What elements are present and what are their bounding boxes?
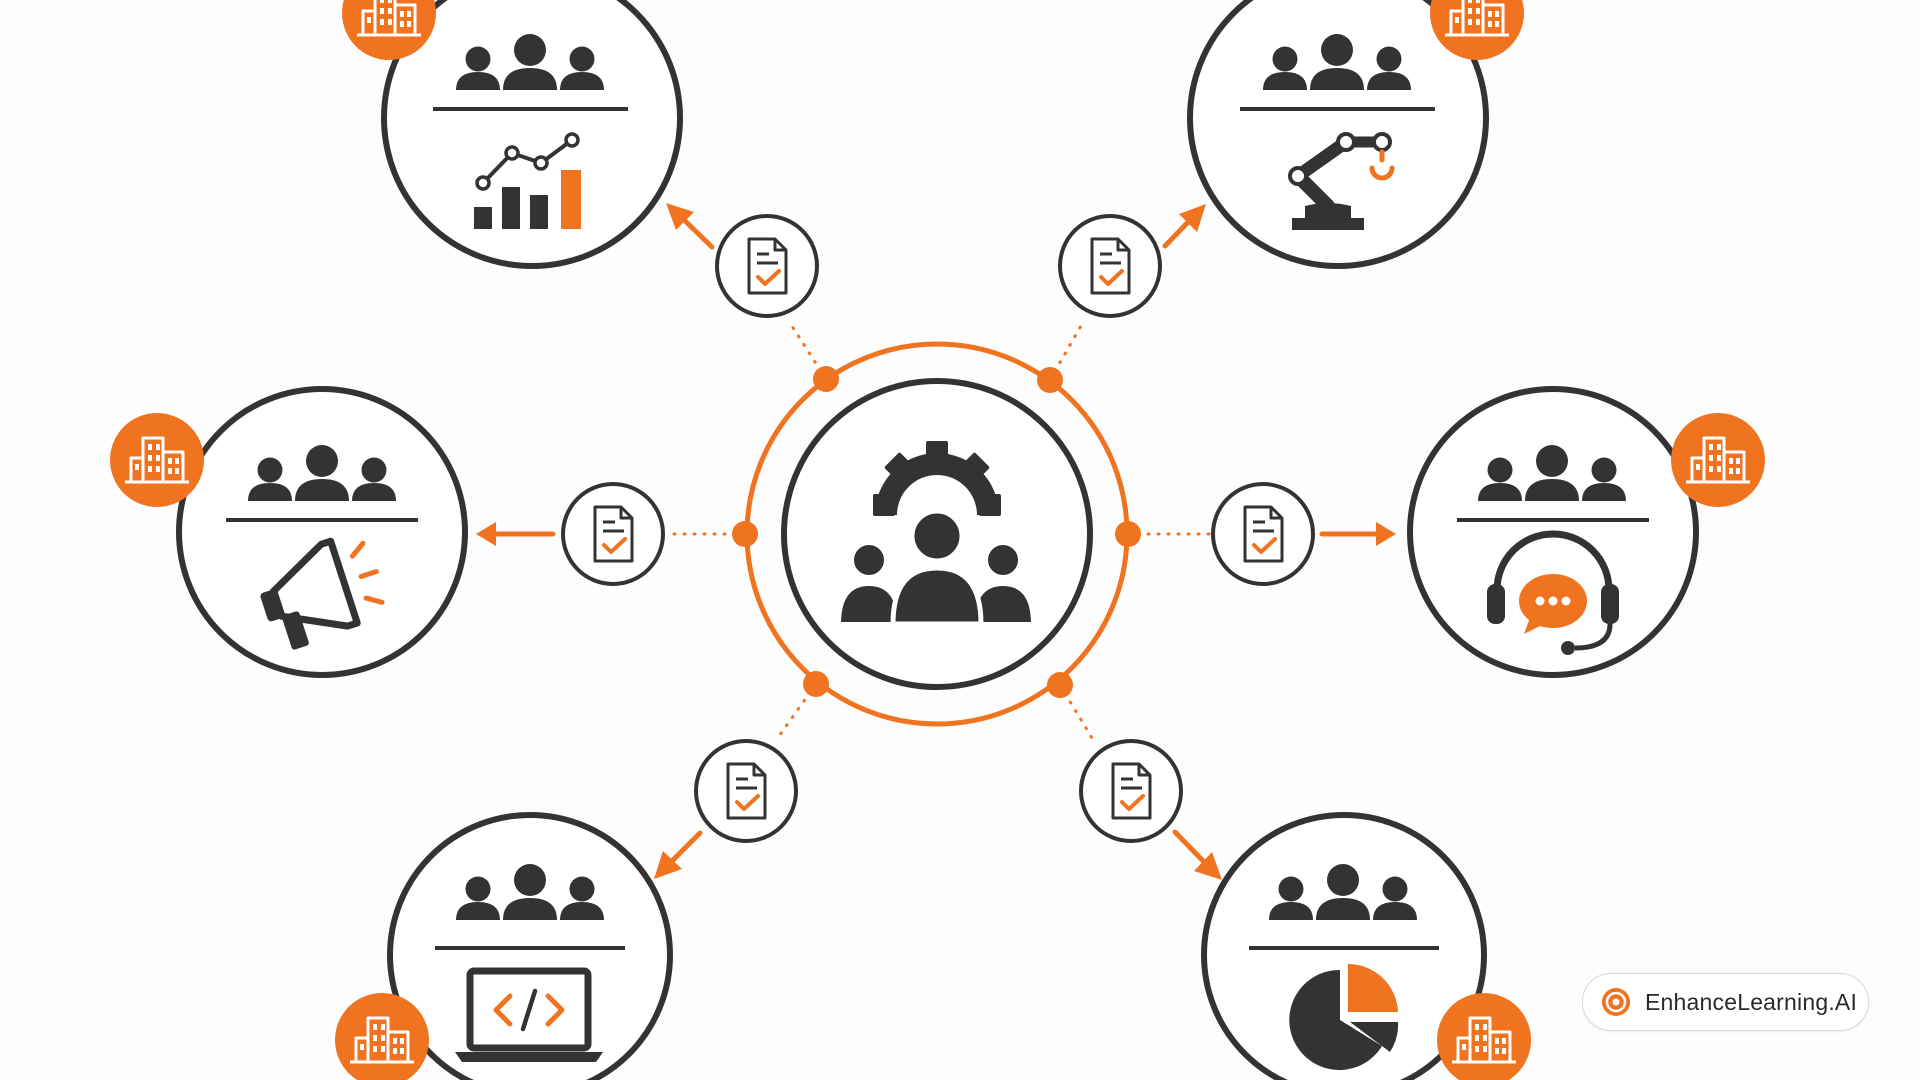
brand-name: EnhanceLearning.AI [1645, 988, 1858, 1015]
gear-icon [873, 441, 1001, 516]
headset-chat-icon [1487, 530, 1619, 655]
document-check-icon [593, 505, 634, 563]
team-node-customer-support [1407, 386, 1767, 678]
arrow-to-marketing [476, 522, 496, 546]
document-check-icon [747, 237, 788, 295]
document-check-icon [1111, 762, 1152, 820]
brand-badge[interactable]: EnhanceLearning.AI [1582, 973, 1869, 1031]
team-node-marketing [108, 386, 468, 678]
document-node-customer-support [1211, 482, 1315, 586]
orbit-node-top-right [1037, 367, 1063, 393]
office-building-icon [1669, 411, 1767, 509]
laptop-code-icon [455, 967, 603, 1062]
document-node-reporting [1079, 739, 1183, 843]
people-group-icon [836, 508, 1036, 627]
team-node-manufacturing [1187, 0, 1526, 269]
orbit-node-top-left [813, 366, 839, 392]
document-node-marketing [561, 482, 665, 586]
team-node-analytics [340, 0, 683, 269]
office-building-icon [108, 411, 206, 509]
line-bar-chart-icon [474, 132, 581, 229]
document-node-development [694, 739, 798, 843]
arrow-to-analytics [666, 203, 694, 230]
arrow-to-manufacturing [1179, 204, 1206, 232]
arrow-to-reporting [1194, 852, 1222, 880]
orbit-node-right [1115, 521, 1141, 547]
orbit-node-left [732, 521, 758, 547]
robot-arm-icon [1288, 132, 1395, 230]
document-node-analytics [715, 214, 819, 318]
arrow-to-development [654, 851, 682, 879]
document-node-manufacturing [1058, 214, 1162, 318]
orbit-node-bottom-right [1047, 672, 1073, 698]
pie-chart-icon [1289, 964, 1399, 1070]
megaphone-icon [260, 537, 385, 650]
target-logo-icon [1602, 988, 1630, 1016]
orbit-node-bottom-left [803, 671, 829, 697]
document-check-icon [726, 762, 767, 820]
central-hub [732, 341, 1141, 727]
team-node-reporting [1201, 812, 1533, 1080]
document-check-icon [1090, 237, 1131, 295]
arrow-to-customer-support [1376, 522, 1396, 546]
document-check-icon [1243, 505, 1284, 563]
team-node-development [333, 812, 673, 1080]
